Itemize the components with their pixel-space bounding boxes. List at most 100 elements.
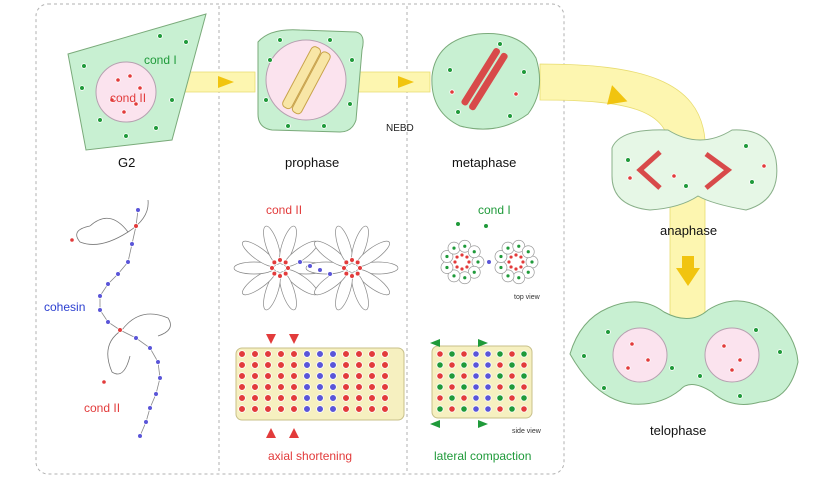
condensin-II-dot bbox=[238, 383, 246, 391]
condensin-II-dot bbox=[264, 361, 272, 369]
condensin-II-dot bbox=[349, 273, 355, 279]
nebd-label: NEBD bbox=[386, 123, 414, 134]
condensin-I-dot bbox=[462, 243, 468, 249]
cohesin-bead bbox=[143, 419, 149, 425]
cohesin-label: cohesin bbox=[44, 300, 86, 314]
cohesin-bead bbox=[329, 350, 337, 358]
condensin-I-dot bbox=[347, 101, 353, 107]
condensin-II-dot bbox=[343, 270, 350, 277]
cond2-label-prophase: cond II bbox=[266, 203, 303, 217]
cohesin-bead bbox=[316, 383, 324, 391]
cond1-label-g2: cond I bbox=[144, 53, 177, 67]
chromatin-loop bbox=[263, 271, 281, 311]
condensin-II-dot bbox=[729, 367, 735, 373]
cohesin-bead bbox=[147, 345, 153, 351]
condensin-I-dot bbox=[97, 117, 103, 123]
condensin-dot bbox=[496, 372, 504, 380]
condensin-II-dot bbox=[290, 350, 298, 358]
cohesin-bead bbox=[117, 327, 123, 333]
condensin-dot bbox=[520, 361, 528, 369]
condensin-II-dot bbox=[459, 266, 465, 272]
condensin-II-dot bbox=[354, 259, 361, 266]
condensin-II-dot bbox=[355, 383, 363, 391]
condensin-II-dot bbox=[357, 265, 363, 271]
cohesin-bead bbox=[97, 307, 103, 313]
condensin-dot bbox=[448, 383, 456, 391]
condensin-dot bbox=[496, 383, 504, 391]
cohesin-bead bbox=[329, 405, 337, 413]
condensin-II-dot bbox=[238, 372, 246, 380]
condensin-II-dot bbox=[629, 341, 635, 347]
condensin-I-dot bbox=[267, 57, 273, 63]
cohesin-bead bbox=[484, 394, 492, 402]
metaphase-chromosome bbox=[461, 48, 508, 111]
condensin-I-dot bbox=[777, 349, 783, 355]
cohesin-bead bbox=[484, 372, 492, 380]
g2-chromatin-loops bbox=[76, 199, 171, 375]
chromatin-loop bbox=[351, 271, 369, 311]
cohesin-bead bbox=[472, 394, 480, 402]
condensin-dot bbox=[520, 350, 528, 358]
cohesin-bead bbox=[153, 391, 159, 397]
condensin-II-dot bbox=[625, 365, 631, 371]
condensin-II-dot bbox=[264, 372, 272, 380]
condensin-II-dot bbox=[381, 372, 389, 380]
condensin-II-dot bbox=[277, 257, 283, 263]
condensin-II-dot bbox=[459, 252, 465, 258]
cohesin-bead bbox=[329, 372, 337, 380]
condensin-II-dot bbox=[290, 361, 298, 369]
condensin-II-dot bbox=[277, 405, 285, 413]
condensin-II-dot bbox=[251, 394, 259, 402]
condensin-I-dot bbox=[505, 273, 511, 279]
cohesin-bead bbox=[303, 350, 311, 358]
flow-arrow-4-stem bbox=[682, 256, 694, 270]
condensin-II-dot bbox=[290, 394, 298, 402]
stage-label-metaphase: metaphase bbox=[452, 155, 517, 170]
condensin-II-dot bbox=[251, 372, 259, 380]
condensin-II-dot bbox=[368, 394, 376, 402]
condensin-II-dot bbox=[238, 405, 246, 413]
condensin-II-dot bbox=[290, 372, 298, 380]
cohesin-bead bbox=[329, 361, 337, 369]
condensin-II-dot bbox=[251, 350, 259, 358]
lateral-arrow-1 bbox=[430, 339, 440, 347]
condensin-II-dot bbox=[513, 91, 519, 97]
condensin-I-dot bbox=[516, 275, 522, 281]
cohesin-bead bbox=[472, 383, 480, 391]
axial-arrow-bottom-2 bbox=[289, 428, 299, 438]
cohesin-bead bbox=[472, 350, 480, 358]
cohesin-bead bbox=[135, 207, 141, 213]
flow-arrow-2 bbox=[398, 76, 414, 88]
cohesin-bead bbox=[303, 405, 311, 413]
condensin-dot bbox=[508, 372, 516, 380]
cohesin-bead bbox=[472, 405, 480, 413]
chromatin-loop bbox=[356, 240, 390, 267]
cohesin-bead bbox=[316, 405, 324, 413]
condensin-I-dot bbox=[471, 249, 477, 255]
condensin-II-dot bbox=[277, 350, 285, 358]
cond1-label-metaphase: cond I bbox=[478, 203, 511, 217]
cohesin-bead bbox=[303, 394, 311, 402]
condensin-I-dot bbox=[451, 245, 457, 251]
cohesin-bead bbox=[472, 372, 480, 380]
condensin-II-dot bbox=[264, 350, 272, 358]
condensin-II-dot bbox=[342, 405, 350, 413]
condensin-dot bbox=[460, 383, 468, 391]
lateral-arrow-2 bbox=[478, 339, 488, 347]
condensin-II-dot bbox=[282, 259, 289, 266]
condensin-dot bbox=[520, 383, 528, 391]
condensin-II-dot bbox=[271, 270, 278, 277]
condensin-I-dot bbox=[455, 109, 461, 115]
condensin-dot bbox=[508, 350, 516, 358]
condensin-dot bbox=[496, 361, 504, 369]
condensin-II-dot bbox=[671, 173, 677, 179]
condensin-dot bbox=[520, 405, 528, 413]
condensin-II-dot bbox=[513, 252, 519, 258]
g2-nucleus bbox=[95, 61, 157, 123]
condensin-dot bbox=[448, 361, 456, 369]
condensin-I-dot bbox=[455, 221, 461, 227]
condensin-II-dot bbox=[277, 394, 285, 402]
condensin-dot bbox=[436, 405, 444, 413]
condensin-dot bbox=[448, 405, 456, 413]
condensin-II-dot bbox=[381, 394, 389, 402]
